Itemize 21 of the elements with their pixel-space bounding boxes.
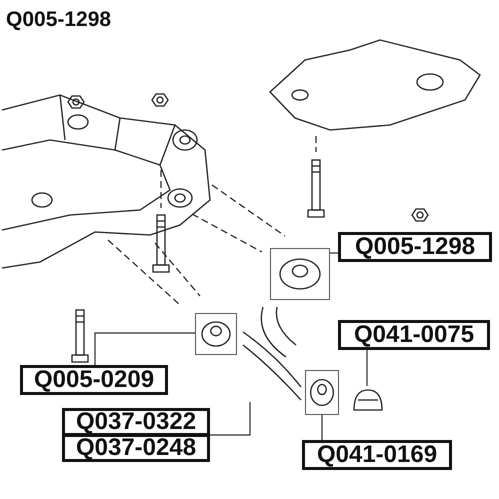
leader-line <box>210 402 251 436</box>
part-number: Q037-0322 <box>76 410 196 434</box>
leader-line <box>94 332 195 365</box>
leader-line <box>321 415 323 440</box>
ball-joint-drawing <box>305 370 339 415</box>
callout-box <box>338 232 492 262</box>
control-arm-drawing <box>241 305 303 402</box>
title: Q005-1298 <box>6 8 112 32</box>
callout-box <box>302 440 452 470</box>
callout-box <box>338 320 490 350</box>
callout-box <box>62 408 210 436</box>
part-number: Q005-1298 <box>354 235 476 259</box>
bushing-drawing <box>195 313 237 355</box>
part-number: Q041-0169 <box>316 443 438 467</box>
callout-box <box>62 434 210 462</box>
bushing-mount-drawing <box>270 248 330 300</box>
part-number: Q005-0209 <box>34 368 154 392</box>
callout-box <box>20 365 168 395</box>
part-number: Q037-0248 <box>76 436 196 460</box>
leader-line <box>366 350 368 386</box>
part-number: Q041-0075 <box>354 323 474 347</box>
